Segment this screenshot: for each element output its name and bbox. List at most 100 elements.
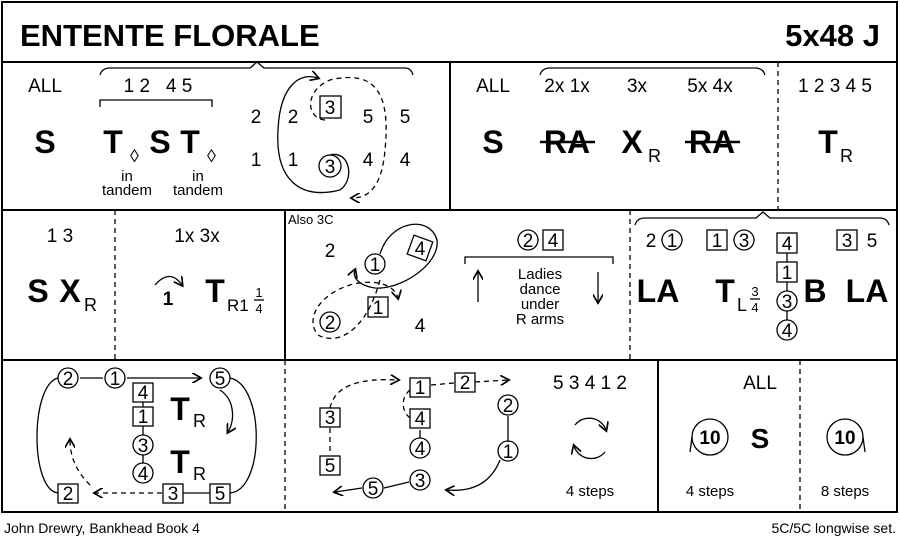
- note: dance: [520, 281, 561, 298]
- dancer-box: 1: [415, 378, 426, 399]
- dancer-circle: 1: [503, 442, 514, 463]
- dancer-box: 2: [63, 484, 74, 505]
- note: tandem: [102, 182, 152, 199]
- dancer: 5: [867, 231, 878, 252]
- turn: T: [715, 273, 735, 309]
- dancer-circle: 4: [415, 439, 426, 460]
- footer-set: 5C/5C longwise set.: [771, 520, 896, 536]
- dancer: 4: [363, 150, 374, 171]
- all-label: ALL: [743, 373, 777, 394]
- circle-count: 10: [834, 428, 855, 449]
- dancer-box: 1: [782, 263, 793, 284]
- note: Also 3C: [288, 212, 334, 227]
- bar-45-48b: ALL 10 S 4 steps 10 8 steps: [686, 373, 869, 500]
- bar-1-8: ALL 1 2 4 5 S T ◊ S T ◊ in tandem in tan…: [28, 61, 414, 199]
- dancer-box: 3: [842, 231, 853, 252]
- bar-17-24a: 1 2 3 4 5 T R: [798, 76, 872, 166]
- dancer: 2: [646, 231, 657, 252]
- bar-17-20: 1 3 S X R: [27, 226, 97, 315]
- circle-count: 10: [699, 428, 720, 449]
- dancer-box: 1: [138, 407, 149, 428]
- turn: T: [103, 124, 123, 160]
- all-label: ALL: [28, 76, 62, 97]
- cross-sub: R: [648, 146, 661, 166]
- dancer-box: 5: [215, 484, 226, 505]
- phrase-bracket: [99, 61, 414, 76]
- couples-label: 1 2 4 5: [124, 76, 193, 97]
- dancer-circle: 3: [325, 157, 336, 178]
- dancer-circle: 5: [368, 479, 379, 500]
- fraction: 3: [751, 284, 758, 299]
- circle-arrow-icon: [574, 417, 606, 430]
- dancer-box: 3: [325, 408, 336, 429]
- dancer-box: 1: [373, 298, 384, 319]
- note: in: [192, 168, 204, 185]
- dancer-circle: 1: [667, 231, 678, 252]
- fraction: 4: [255, 301, 262, 316]
- turn: T: [180, 124, 200, 160]
- left-hands-across: LA: [637, 273, 680, 309]
- dancer-circle: 2: [523, 231, 534, 252]
- dancer-box: 1: [712, 231, 723, 252]
- dancer-box: 4: [138, 383, 149, 404]
- dancer: 5: [400, 107, 411, 128]
- dancer-circle: 1: [370, 255, 381, 276]
- dancer-box: 4: [782, 234, 793, 255]
- dancer-circle: 2: [325, 313, 336, 334]
- couples-label: 2x 1x: [544, 76, 590, 97]
- bar-25-32: Also 3C 2 1 4 2 1 4 2 4 Ladies dance und…: [288, 212, 614, 339]
- left-hands-across: LA: [846, 273, 889, 309]
- turn-sub: L: [737, 295, 747, 315]
- setting: S: [149, 124, 170, 160]
- dancer-box: 4: [548, 231, 559, 252]
- dancer-circle: 5: [215, 369, 226, 390]
- frame: [1, 1, 898, 513]
- all-label: ALL: [476, 76, 510, 97]
- dancer: 1: [288, 150, 299, 171]
- bar-33-40: 2 1 1 3 3 5 LA T L 3 4 4 1 3 4 B LA: [634, 211, 890, 342]
- cross: X: [621, 124, 643, 160]
- bar-9-16: ALL 2x 1x 3x 5x 4x S RA X R RA: [476, 67, 766, 166]
- bar-21-24: 1x 3x 1 T R1 1 4: [154, 226, 264, 316]
- dancer: 2: [325, 241, 336, 262]
- dancer-box: 5: [325, 456, 336, 477]
- steps-label: 4 steps: [686, 483, 734, 500]
- steps-label: 4 steps: [566, 483, 614, 500]
- dancer-circle: 4: [138, 464, 149, 485]
- note: Ladies: [518, 266, 562, 283]
- dancer-box: 4: [415, 409, 426, 430]
- setting: S: [27, 273, 48, 309]
- steps-label: 8 steps: [821, 483, 869, 500]
- dancer-circle: 3: [739, 231, 750, 252]
- turn: T: [170, 444, 190, 480]
- back-to-back: B: [803, 273, 826, 309]
- cross: X: [59, 273, 81, 309]
- dancer: 1: [251, 150, 262, 171]
- dancer-circle: 1: [110, 369, 121, 390]
- dancer: 2: [288, 107, 299, 128]
- dancer-box: 4: [415, 239, 426, 260]
- couples-label: 5 3 4 1 2: [553, 373, 627, 394]
- dancer: 1: [163, 289, 174, 310]
- dance-title: ENTENTE FLORALE: [20, 18, 320, 53]
- setting: S: [482, 124, 503, 160]
- couples-label: 1 2 3 4 5: [798, 76, 872, 97]
- couples-label: 3x: [627, 76, 648, 97]
- turn-sub: R: [193, 411, 206, 431]
- dancer: 5: [363, 107, 374, 128]
- diamond-icon: ◊: [130, 146, 139, 166]
- dancer-box: 3: [325, 98, 336, 119]
- dancer-circle: 2: [63, 369, 74, 390]
- turn-sub: R: [193, 464, 206, 484]
- couples-label: 5x 4x: [687, 76, 733, 97]
- setting: S: [34, 124, 55, 160]
- fraction: 1: [255, 285, 262, 300]
- dancer-box: 3: [168, 484, 179, 505]
- dancer-circle: 4: [782, 321, 793, 342]
- cross-sub: R: [84, 295, 97, 315]
- turn-sub: R: [840, 146, 853, 166]
- dancer: 4: [415, 316, 426, 337]
- note: tandem: [173, 182, 223, 199]
- bar-41-44: 2 1 5 4 1 T R 3 4 T R 2 3 5: [36, 367, 257, 505]
